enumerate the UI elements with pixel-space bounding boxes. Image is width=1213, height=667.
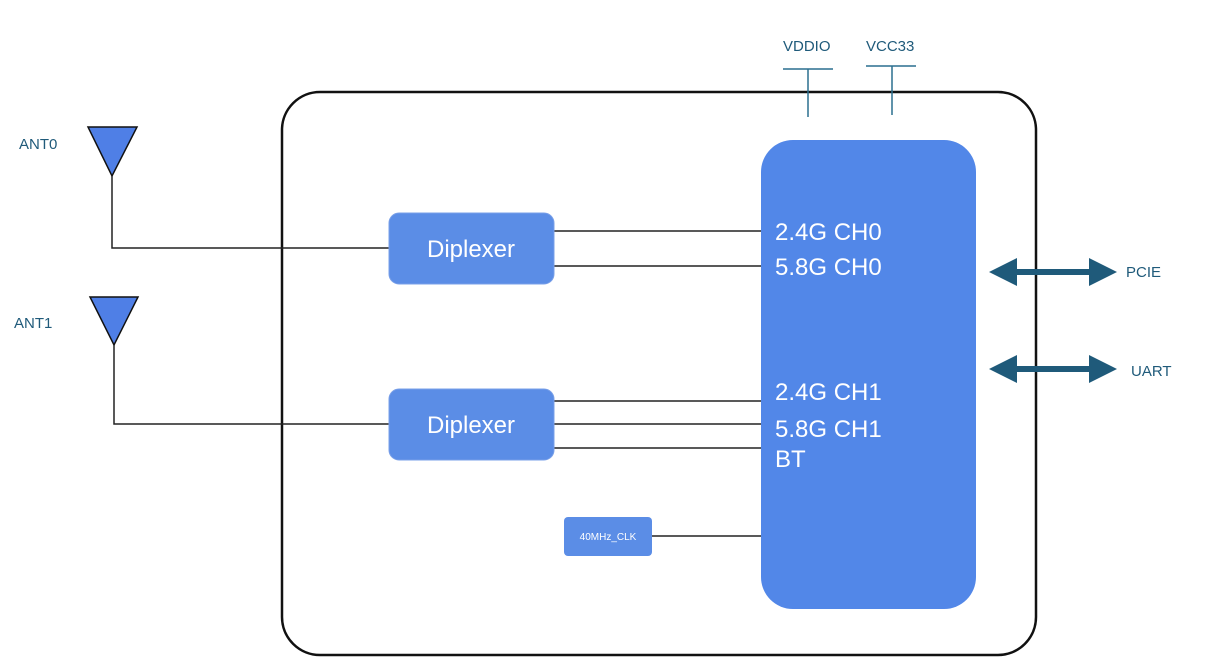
- diplexer-label: Diplexer: [427, 412, 515, 439]
- chip-pin-label: 5.8G CH0: [775, 254, 882, 281]
- interface-label: UART: [1131, 363, 1172, 380]
- diplexer-1: Diplexer: [388, 388, 555, 461]
- diplexer-label: Diplexer: [427, 236, 515, 263]
- clock-block: 40MHz_CLK: [564, 517, 652, 556]
- antenna-icon: [86, 126, 139, 178]
- double-arrow-icon: [989, 355, 1117, 383]
- chip-pin-label: 2.4G CH1: [775, 379, 882, 406]
- clock-label: 40MHz_CLK: [580, 532, 637, 543]
- rf-wires-ch1: [553, 400, 762, 449]
- wifi-bt-chip: 2.4G CH0 5.8G CH0 2.4G CH1 5.8G CH1 BT: [761, 140, 976, 609]
- chip-pin-label: 2.4G CH0: [775, 219, 882, 246]
- diplexer-0: Diplexer: [388, 212, 555, 285]
- interface-pcie: PCIE: [989, 258, 1161, 286]
- power-rail-label: VCC33: [866, 38, 914, 55]
- antenna-label: ANT0: [19, 136, 57, 153]
- chip-pin-label: 5.8G CH1: [775, 416, 882, 443]
- interface-uart: UART: [989, 355, 1172, 383]
- power-rail-vddio: VDDIO: [783, 38, 833, 117]
- double-arrow-icon: [989, 258, 1117, 286]
- antenna-ant0: ANT0: [19, 126, 390, 249]
- interface-label: PCIE: [1126, 264, 1161, 281]
- chip-pin-label: BT: [775, 446, 806, 473]
- power-rail-label: VDDIO: [783, 38, 831, 55]
- rf-wires-ch0: [553, 230, 762, 267]
- antenna-label: ANT1: [14, 315, 52, 332]
- antenna-icon: [88, 296, 140, 347]
- power-rail-vcc33: VCC33: [866, 38, 916, 115]
- antenna-ant1: ANT1: [14, 296, 390, 425]
